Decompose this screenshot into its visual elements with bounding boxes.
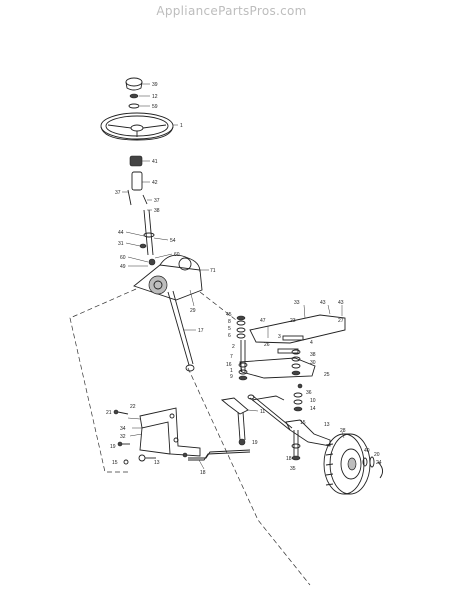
callout-19: 19 — [252, 440, 258, 446]
callout-47: 47 — [260, 318, 266, 324]
callout-13b: 13 — [154, 460, 160, 466]
callout-16: 16 — [226, 362, 232, 368]
callout-54: 54 — [170, 238, 176, 244]
linkage-rod — [188, 449, 251, 470]
callout-33: 33 — [294, 300, 300, 306]
callout-29: 29 — [190, 308, 196, 314]
callout-71: 71 — [210, 268, 216, 274]
callout-1b: 1 — [230, 368, 233, 374]
callout-11: 11 — [260, 409, 265, 415]
steering-shaft — [125, 209, 169, 256]
callout-20: 20 — [374, 452, 380, 458]
tie-rod — [247, 394, 293, 431]
callout-38b: 38 — [310, 352, 316, 358]
callout-2: 2 — [232, 344, 235, 350]
callout-21: 21 — [106, 410, 112, 416]
callout-31: 31 — [118, 241, 124, 247]
callout-28: 28 — [340, 428, 346, 434]
callout-4: 4 — [310, 340, 313, 346]
callout-23: 23 — [290, 318, 296, 324]
callout-13: 13 — [324, 422, 330, 428]
callout-42: 42 — [152, 180, 158, 186]
callout-49: 49 — [120, 264, 126, 270]
callout-3: 3 — [278, 334, 281, 340]
callout-22: 22 — [130, 404, 136, 410]
callout-40: 40 — [364, 448, 370, 454]
steering-cap — [125, 77, 150, 109]
callout-6: 6 — [228, 333, 231, 339]
left-spindle — [220, 397, 259, 446]
callout-17: 17 — [198, 328, 204, 334]
callout-38: 38 — [154, 208, 160, 214]
steering-adapter — [122, 155, 152, 211]
callout-18: 18 — [286, 456, 292, 462]
callout-35: 35 — [290, 466, 296, 472]
front-axle-bracket — [239, 304, 346, 379]
callout-5: 5 — [228, 326, 231, 332]
callout-10: 10 — [310, 398, 316, 404]
callout-60: 60 — [120, 255, 126, 261]
callout-26: 26 — [264, 342, 270, 348]
watermark-text: AppliancePartsPros.com — [156, 4, 307, 18]
callout-55: 60 — [174, 252, 180, 258]
callout-19b: 19 — [110, 444, 116, 450]
callout-15b: 15 — [112, 460, 118, 466]
right-washer-stack — [291, 349, 303, 412]
steering-wheel — [100, 112, 178, 141]
callout-14: 14 — [310, 406, 316, 412]
steering-gear-housing — [127, 253, 209, 307]
callout-36: 36 — [306, 390, 312, 396]
callout-34: 34 — [120, 426, 126, 432]
drag-link — [167, 290, 196, 372]
callout-59: 59 — [152, 104, 158, 110]
callout-30: 30 — [310, 360, 316, 366]
callout-43: 43 — [320, 300, 326, 306]
left-washer-stack — [236, 315, 248, 381]
callout-37a: 37 — [115, 190, 121, 196]
callout-44: 44 — [118, 230, 124, 236]
callout-27: 27 — [338, 318, 344, 324]
callout-41: 41 — [152, 159, 158, 165]
callout-1: 1 — [180, 123, 183, 129]
callout-8: 8 — [228, 319, 231, 325]
right-spindle — [285, 419, 331, 461]
front-wheel — [323, 431, 383, 495]
callout-45: 45 — [226, 312, 232, 318]
steering-bracket-lower — [127, 407, 201, 457]
tie-rod-end-parts — [251, 383, 303, 401]
callout-43b: 43 — [338, 300, 344, 306]
callout-25: 25 — [324, 372, 330, 378]
bracket-bolts — [113, 409, 188, 465]
callout-7: 7 — [230, 354, 233, 360]
callout-37b: 37 — [154, 198, 160, 204]
callout-32: 32 — [120, 434, 126, 440]
reference-lines — [69, 288, 311, 586]
callout-labels: 39 12 59 1 41 42 37 37 38 44 54 31 60 49… — [106, 82, 382, 476]
callout-9: 9 — [230, 374, 233, 380]
callout-39: 39 — [152, 82, 158, 88]
callout-12: 12 — [152, 94, 158, 100]
callout-15: 15 — [300, 420, 306, 426]
callout-18b: 18 — [200, 470, 206, 476]
callout-24: 24 — [376, 460, 382, 466]
